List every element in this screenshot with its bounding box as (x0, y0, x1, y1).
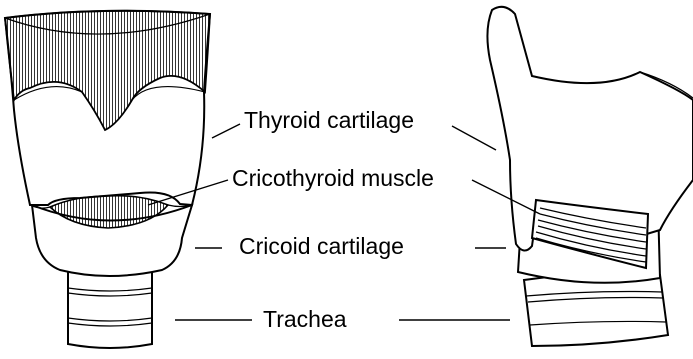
label-trachea-text: Trachea (263, 306, 347, 332)
trachea-side (524, 273, 668, 346)
larynx-front-view (5, 11, 210, 348)
label-trachea: Trachea (175, 306, 510, 332)
larynx-side-view (487, 7, 693, 346)
label-cricothyroid-text: Cricothyroid muscle (232, 165, 434, 191)
label-thyroid-cartilage: Thyroid cartilage (212, 107, 496, 150)
label-cricoid-text: Cricoid cartilage (239, 233, 404, 259)
label-thyroid-text: Thyroid cartilage (244, 107, 414, 133)
label-cricoid-cartilage: Cricoid cartilage (195, 233, 506, 259)
trachea-front (68, 272, 152, 348)
label-cricothyroid-muscle: Cricothyroid muscle (148, 165, 540, 214)
